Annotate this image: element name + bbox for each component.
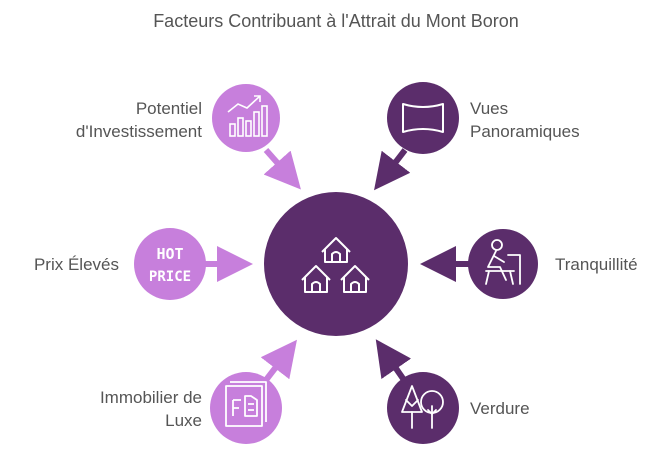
- person-relaxing-icon: [485, 239, 521, 285]
- houses-icon: [301, 237, 370, 293]
- node-vues: [387, 82, 459, 154]
- diagram-title: Facteurs Contribuant à l'Attrait du Mont…: [153, 11, 519, 31]
- label-prix: Prix Élevés: [33, 255, 119, 274]
- label-tranquillite: Tranquillité: [555, 255, 638, 274]
- center-node: [264, 192, 408, 336]
- node-immobilier: [210, 372, 282, 444]
- label-verdure: Verdure: [470, 399, 530, 418]
- svg-text:PRICE: PRICE: [149, 269, 191, 285]
- trees-icon: [401, 385, 444, 429]
- arrow-vues: [374, 148, 411, 191]
- hot-price-icon: HOT: [156, 245, 183, 263]
- arrow-verdure: [375, 339, 412, 382]
- arrow-investissement: [263, 148, 301, 190]
- panorama-icon: [402, 103, 444, 133]
- arrow-immobilier: [260, 339, 297, 382]
- node-prix: HOT PRICE: [134, 228, 206, 300]
- building-plan-icon: [225, 381, 267, 427]
- node-tranquillite: [468, 229, 538, 299]
- node-investissement: [212, 84, 280, 152]
- growth-chart-icon: [227, 95, 268, 137]
- node-verdure: [387, 372, 459, 444]
